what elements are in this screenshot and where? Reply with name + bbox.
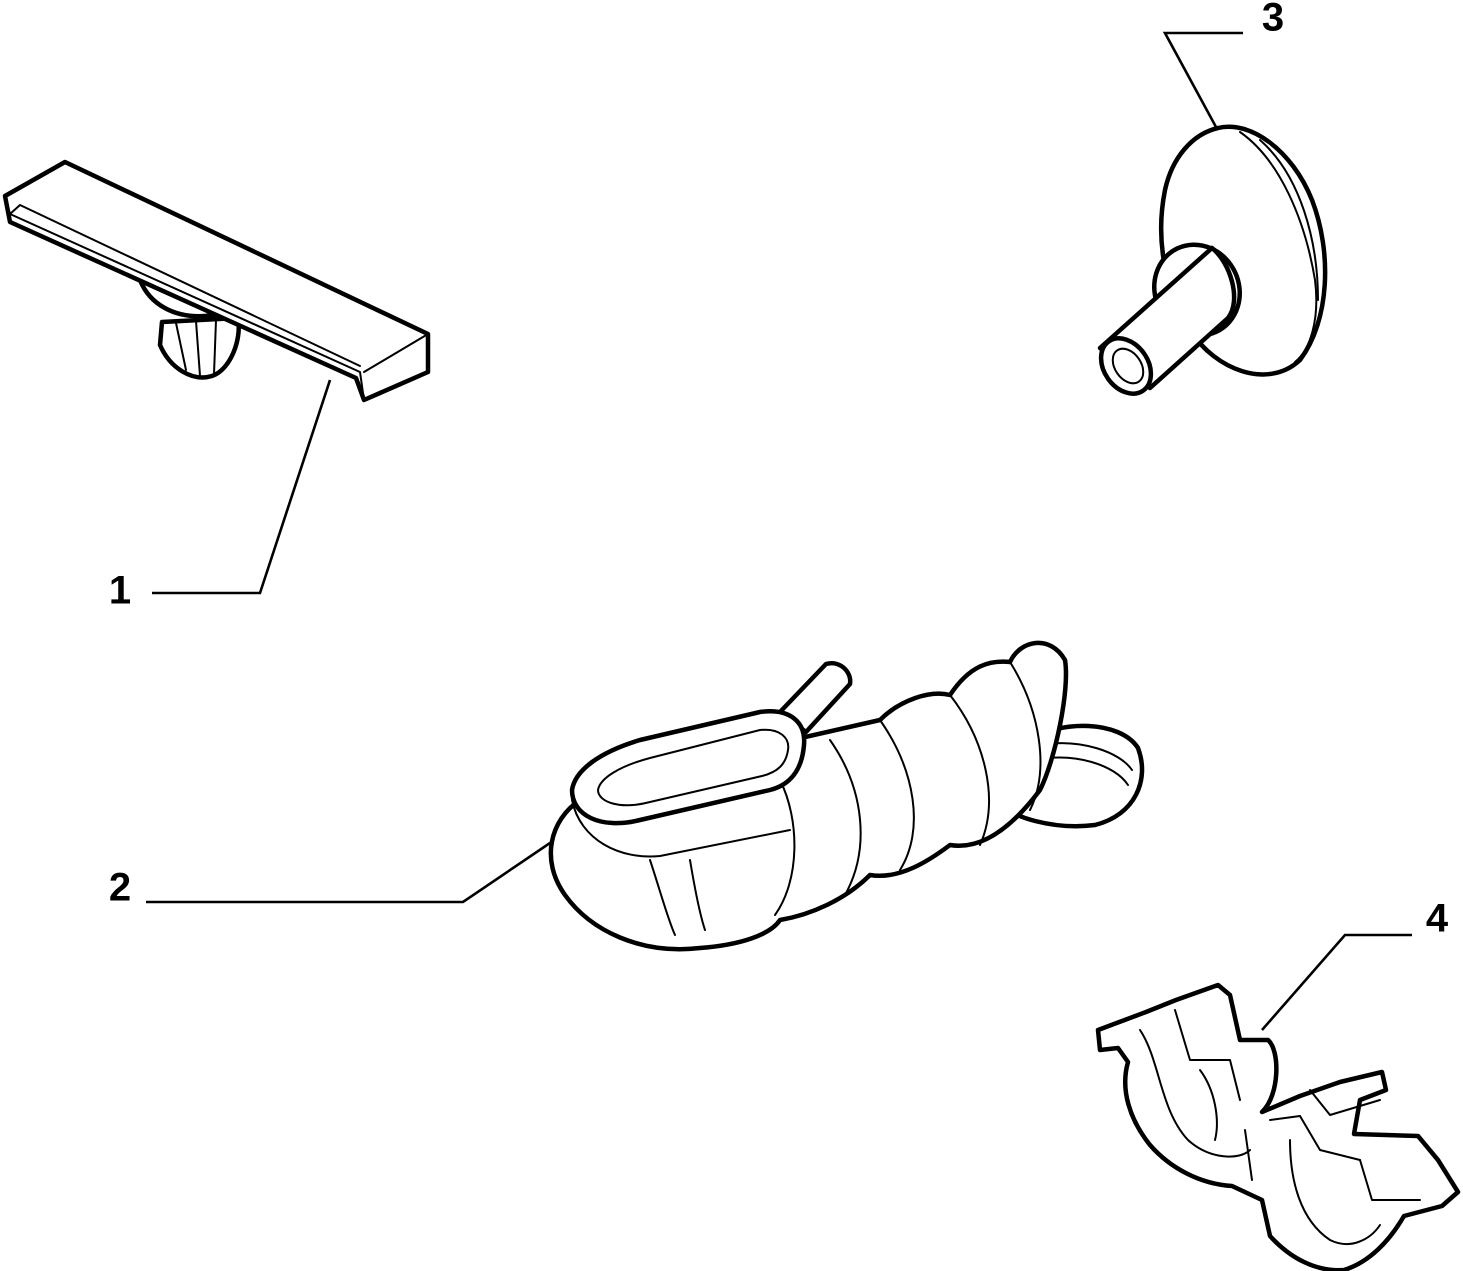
leader-line-4 [1261, 933, 1412, 1031]
callout-number-1: 1 [109, 569, 131, 613]
part-4-pipe-clip [1095, 982, 1461, 1271]
part-1-clip-strip [2, 159, 431, 403]
leader-line-1 [152, 379, 332, 595]
part-3-grommet [1097, 124, 1328, 396]
callout-number-2: 2 [109, 866, 131, 910]
leader-line-2 [146, 841, 551, 904]
part-2-boot [548, 640, 1145, 952]
callout-number-4: 4 [1426, 897, 1449, 941]
leader-line-3 [1162, 31, 1243, 128]
callout-number-3: 3 [1262, 0, 1284, 40]
